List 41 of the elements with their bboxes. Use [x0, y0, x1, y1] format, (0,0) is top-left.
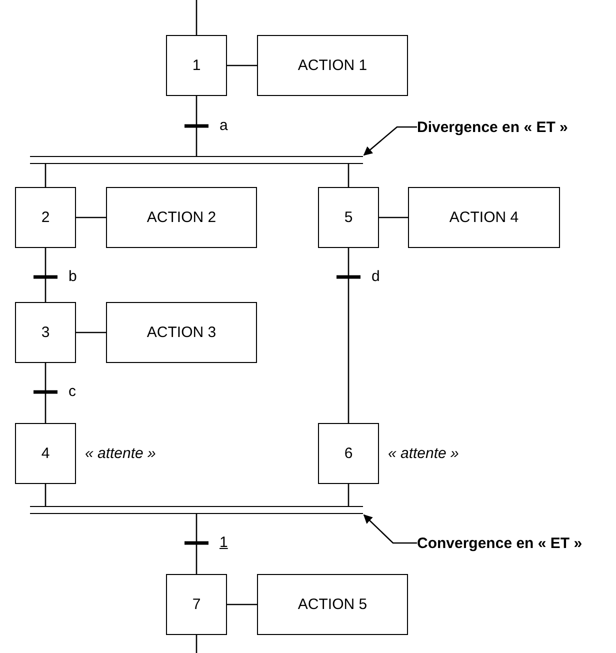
step-comment: « attente »	[388, 444, 459, 462]
action-box: ACTION 4	[408, 187, 560, 248]
connector	[348, 484, 350, 506]
leader-line	[363, 514, 417, 544]
connector	[196, 514, 198, 574]
leader-line	[363, 126, 417, 156]
connector	[76, 216, 106, 218]
connector	[227, 604, 257, 606]
connector	[44, 248, 46, 302]
connector	[196, 0, 198, 35]
double-bar	[30, 506, 363, 514]
connector	[227, 64, 257, 66]
callout-label: Divergence en « ET »	[417, 116, 612, 138]
step-box: 4	[15, 423, 76, 484]
connector	[379, 216, 408, 218]
step-comment: « attente »	[85, 444, 156, 462]
action-box: ACTION 2	[106, 187, 257, 248]
step-box: 3	[15, 302, 76, 363]
action-box: ACTION 3	[106, 302, 257, 363]
step-box: 1	[166, 35, 227, 96]
step-box: 2	[15, 187, 76, 248]
step-box: 5	[318, 187, 379, 248]
double-bar	[30, 156, 363, 164]
connector	[348, 248, 350, 423]
connector	[348, 164, 350, 187]
action-box: ACTION 1	[257, 35, 408, 96]
connector	[44, 484, 46, 506]
transition-condition: d	[372, 268, 380, 286]
connector	[196, 96, 198, 156]
connector	[196, 635, 198, 653]
connector	[76, 332, 106, 334]
connector	[44, 164, 46, 187]
step-box: 6	[318, 423, 379, 484]
callout-label: Convergence en « ET »	[417, 532, 616, 554]
step-box: 7	[166, 574, 227, 635]
transition-condition: 1	[220, 534, 228, 552]
transition-condition: c	[68, 383, 76, 401]
transition-condition: a	[220, 117, 228, 135]
action-box: ACTION 5	[257, 574, 408, 635]
transition-condition: b	[68, 268, 77, 286]
connector	[44, 363, 46, 423]
